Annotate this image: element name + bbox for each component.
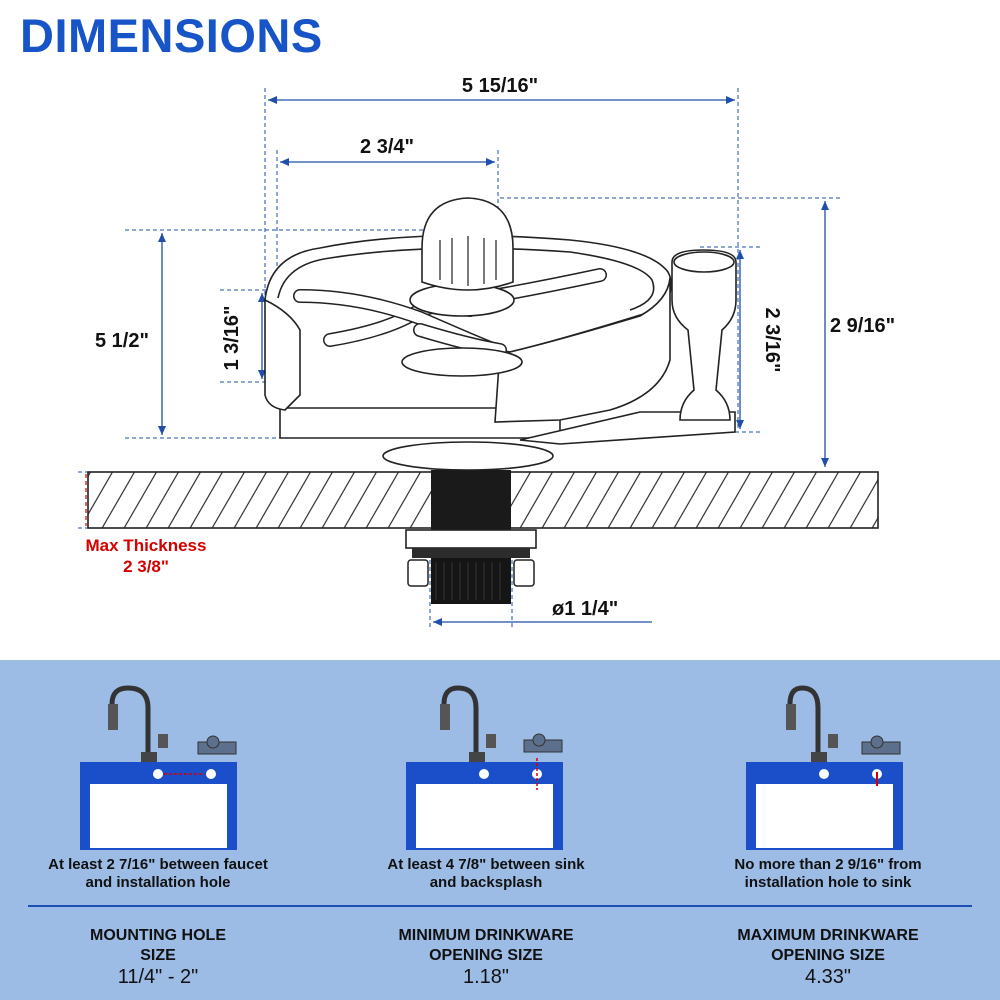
requirement-min-drinkware: At least 4 7/8" between sink and backspl… [336,660,636,1000]
mounting-pipe [405,470,537,604]
overall-width-label: 5 15/16" [462,75,538,97]
page-title: DIMENSIONS [20,9,323,62]
sink-faucet-illustration [406,685,563,850]
spec-title: MOUNTING HOLE SIZE [90,927,226,964]
overall-height-label: 2 9/16" [830,315,895,337]
requirement-note: No more than 2 9/16" from installation h… [734,856,922,891]
dimension-lines [158,96,829,626]
max-thickness-value: 2 3/8" [123,557,169,576]
requirement-max-drinkware: No more than 2 9/16" from installation h… [678,660,978,1000]
section-divider [28,905,972,907]
spec-value: 1.18" [462,966,510,988]
sink-faucet-illustration [80,685,237,850]
height-left-label: 5 1/2" [95,330,149,352]
rinser-body [264,197,737,471]
requirement-note: At least 4 7/8" between sink and backspl… [387,856,585,891]
sink-faucet-illustration [746,685,903,850]
spec-value: 11/4" - 2" [117,966,199,988]
handle-height-label: 2 3/16" [761,307,783,372]
requirement-note: At least 2 7/16" between faucet and inst… [48,856,268,891]
bowl-width-label: 2 3/4" [360,136,414,158]
spec-value: 4.33" [804,966,852,988]
installation-requirements-panel: At least 2 7/16" between faucet and inst… [0,660,1000,1000]
pipe-diameter-label: ø1 1/4" [552,598,618,620]
dimension-drawing: 5 15/16" 2 3/4" 5 1/2" 1 3/16" 2 3/16" 2… [78,75,895,630]
small-height-label: 1 3/16" [221,305,243,370]
spec-title: MINIMUM DRINKWARE OPENING SIZE [398,927,574,964]
max-thickness-label: Max Thickness [86,536,207,555]
requirement-mounting-hole: At least 2 7/16" between faucet and inst… [8,660,308,1000]
spec-title: MAXIMUM DRINKWARE OPENING SIZE [737,927,919,964]
